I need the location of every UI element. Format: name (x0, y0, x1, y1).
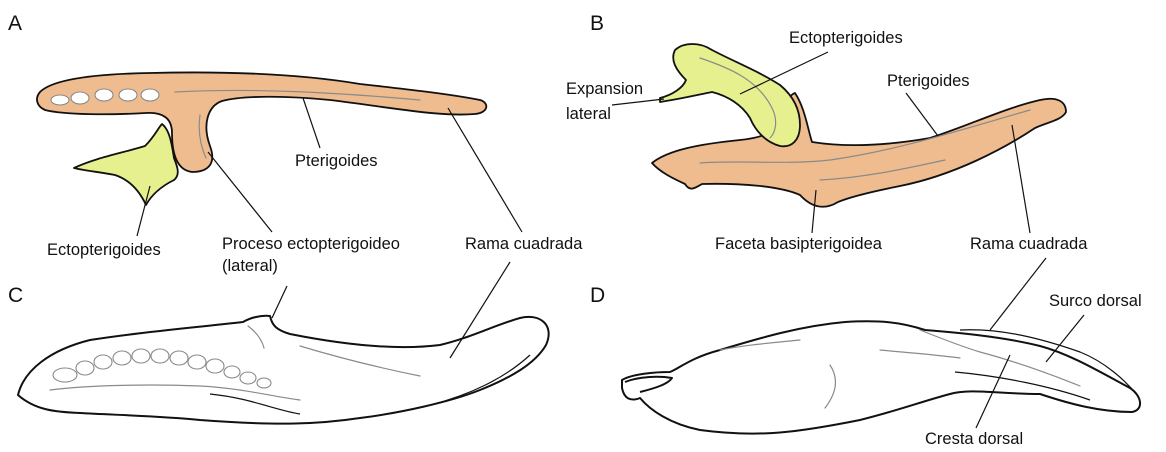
panel-a-letter: A (8, 12, 22, 35)
panel-d: D Surco dorsal Cresta dorsal (590, 258, 1142, 448)
tooth (170, 351, 188, 365)
pterygoid-outline-d (622, 321, 1140, 433)
label-proceso-line2: (lateral) (222, 257, 278, 275)
leader-pterigoides-b (906, 93, 938, 136)
leader-expansion (612, 99, 664, 105)
label-ectopterigoides-b: Ectopterigoides (789, 29, 903, 47)
label-rama-cuadrada-a: Rama cuadrada (465, 235, 583, 253)
ectopterygoid-bone-b (660, 44, 800, 146)
pterygoid-bone-b (652, 93, 1066, 207)
tooth (51, 95, 69, 105)
tooth (71, 92, 89, 104)
leader-proceso-c (272, 286, 287, 318)
panel-b: B Ectopterigoides Expansion lateral Pter… (566, 12, 1088, 253)
label-pterigoides-b: Pterigoides (887, 72, 970, 90)
label-pterigoides-a: Pterigoides (295, 152, 378, 170)
leader-pterigoides-a (303, 98, 320, 148)
tooth (224, 366, 240, 378)
tooth (206, 359, 224, 373)
leader-proceso (208, 152, 272, 232)
tooth (132, 349, 150, 363)
panel-c-letter: C (8, 284, 23, 307)
tooth (53, 368, 77, 382)
panel-d-letter: D (590, 284, 605, 307)
label-faceta: Faceta basipterigoidea (715, 235, 883, 253)
tooth (151, 349, 169, 363)
label-expansion-line1: Expansion (566, 80, 643, 98)
panel-a: A Pterigoides Ectopterigoides Proceso ec… (8, 12, 583, 275)
tooth (240, 372, 256, 384)
ectopterygoid-bone-a (74, 124, 178, 205)
tooth (94, 355, 112, 369)
pterygoid-outline-c (18, 316, 549, 424)
label-expansion-line2: lateral (566, 105, 611, 123)
label-cresta-dorsal: Cresta dorsal (925, 430, 1023, 448)
tooth (95, 89, 113, 101)
tooth (76, 361, 94, 375)
label-ectopterigoides-a: Ectopterigoides (47, 241, 161, 259)
tooth (141, 89, 159, 101)
panel-b-letter: B (590, 12, 604, 35)
leader-rama-cuadrada-b (1012, 125, 1030, 233)
tooth (257, 378, 271, 388)
leader-rama-cuadrada-a (448, 108, 522, 232)
tooth (188, 355, 206, 369)
label-surco-dorsal: Surco dorsal (1049, 292, 1142, 310)
tooth (113, 351, 131, 365)
label-rama-cuadrada-b: Rama cuadrada (970, 235, 1088, 253)
panel-c: C (8, 262, 549, 424)
label-proceso-line1: Proceso ectopterigoideo (222, 235, 400, 253)
leader-rama-cuadrada-d (990, 258, 1046, 330)
tooth (119, 89, 137, 101)
